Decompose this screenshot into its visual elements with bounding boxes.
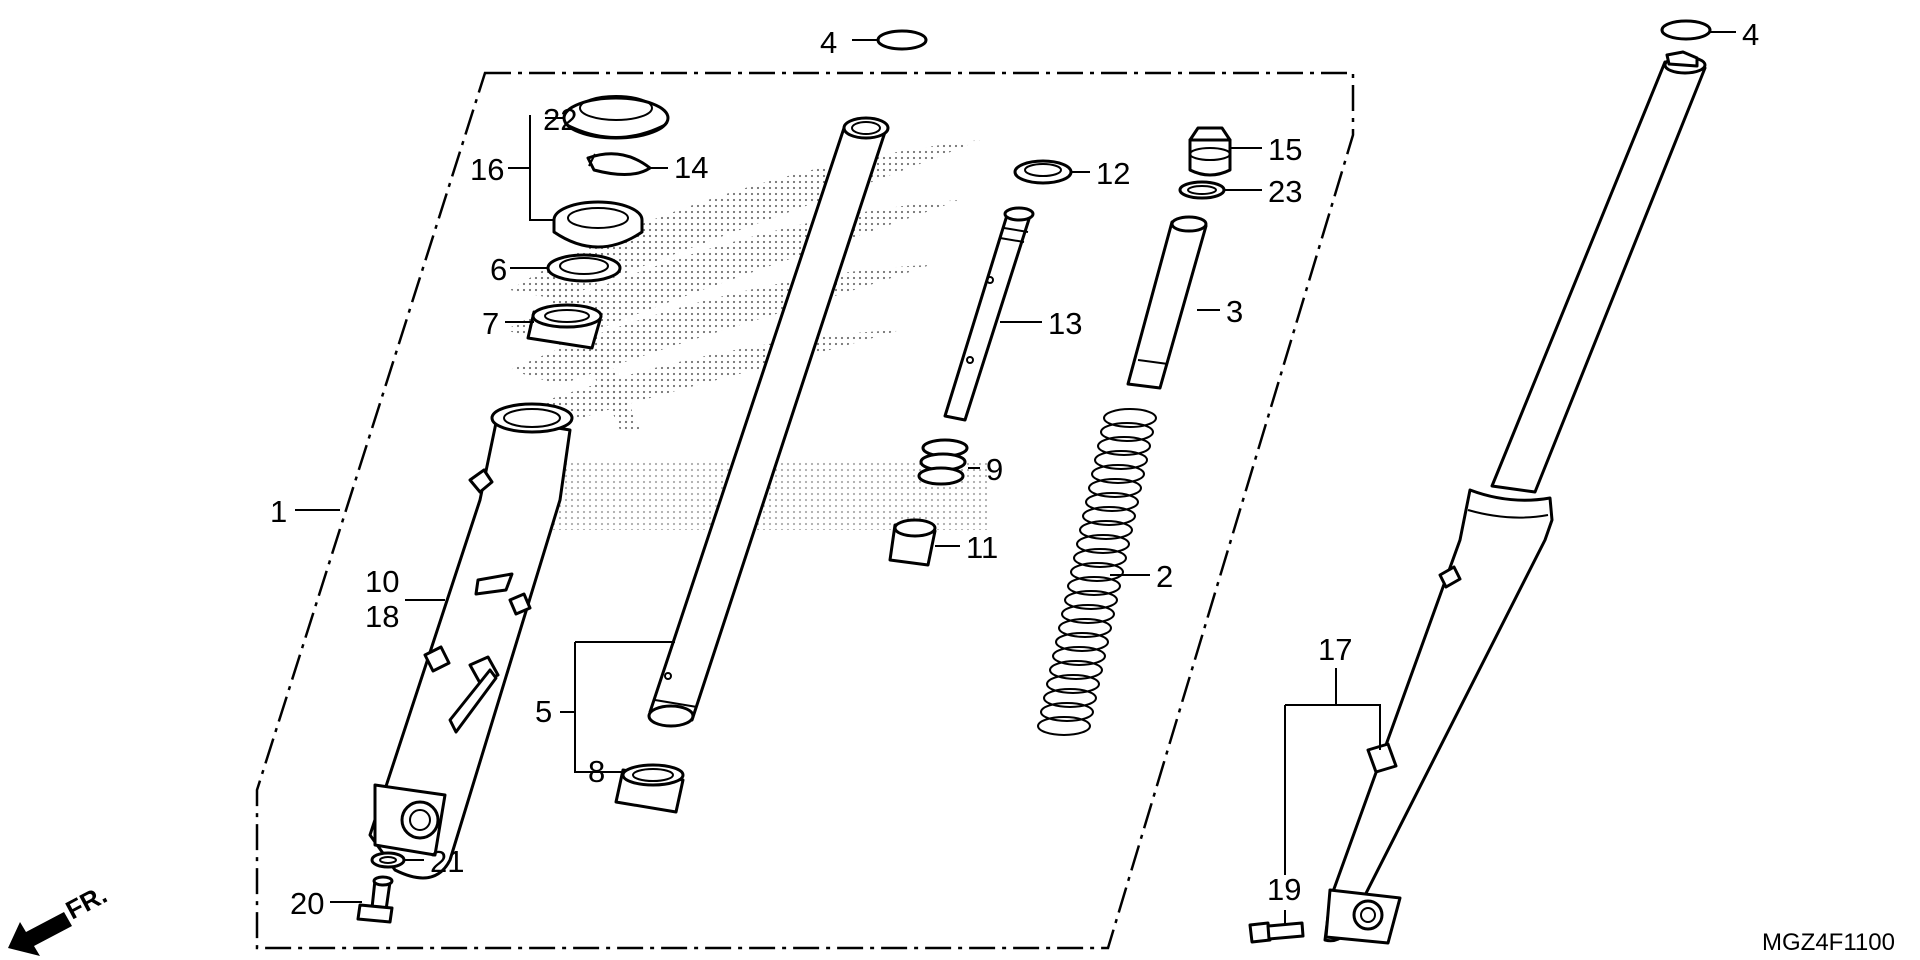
rebound-spring bbox=[917, 438, 969, 486]
sealing-washer bbox=[370, 851, 406, 869]
back-up-ring bbox=[546, 253, 622, 283]
slider-bushing bbox=[614, 763, 685, 814]
assembled-fork-right bbox=[1323, 50, 1707, 945]
callout-9: 9 bbox=[986, 452, 1003, 487]
assembly-boundary bbox=[255, 71, 1355, 950]
callout-1: 1 bbox=[270, 494, 287, 529]
callout-labels: 4 4 22 16 14 6 7 1 10 18 5 8 12 13 9 11 … bbox=[270, 17, 1759, 921]
callout-23: 23 bbox=[1268, 174, 1302, 209]
callout-4-right: 4 bbox=[1742, 17, 1759, 52]
callout-18: 18 bbox=[365, 599, 399, 634]
callout-16: 16 bbox=[470, 152, 504, 187]
callout-7: 7 bbox=[482, 306, 499, 341]
damper-rod bbox=[943, 206, 1035, 422]
oil-seal bbox=[552, 200, 644, 249]
callout-12: 12 bbox=[1096, 156, 1130, 191]
leader-lines bbox=[295, 31, 1736, 925]
inner-fork-tube bbox=[647, 116, 890, 728]
callout-4-top: 4 bbox=[820, 25, 837, 60]
callout-3: 3 bbox=[1226, 294, 1243, 329]
front-direction-indicator: FR. bbox=[8, 879, 112, 956]
callout-19: 19 bbox=[1267, 872, 1301, 907]
dust-seal bbox=[562, 95, 670, 140]
drawing-code: MGZ4F1100 bbox=[1762, 929, 1895, 956]
callout-5: 5 bbox=[535, 694, 552, 729]
callout-13: 13 bbox=[1048, 306, 1082, 341]
callout-6: 6 bbox=[490, 252, 507, 287]
callout-22: 22 bbox=[543, 102, 577, 137]
callout-20: 20 bbox=[290, 886, 324, 921]
callout-21: 21 bbox=[430, 844, 464, 879]
o-ring bbox=[1178, 180, 1226, 200]
stopper-ring bbox=[586, 152, 652, 176]
collar bbox=[1013, 159, 1073, 185]
flange-bolt bbox=[1248, 921, 1305, 944]
outer-fork-tube-left bbox=[368, 402, 574, 880]
callout-14: 14 bbox=[674, 150, 708, 185]
spring-collar bbox=[1126, 215, 1208, 390]
fork-spring bbox=[1037, 408, 1157, 736]
callout-17: 17 bbox=[1318, 632, 1352, 667]
front-arrow-icon bbox=[8, 912, 72, 956]
oil-lock-piece bbox=[888, 518, 937, 567]
front-label: FR. bbox=[61, 879, 112, 925]
callout-2: 2 bbox=[1156, 559, 1173, 594]
callout-8: 8 bbox=[588, 754, 605, 789]
callout-11: 11 bbox=[966, 530, 998, 565]
callout-10: 10 bbox=[365, 564, 399, 599]
fork-bolt bbox=[1188, 126, 1232, 177]
socket-bolt bbox=[356, 875, 394, 924]
snap-ring-top bbox=[876, 29, 928, 51]
callout-15: 15 bbox=[1268, 132, 1302, 167]
guide-bushing bbox=[526, 303, 603, 350]
snap-ring-right bbox=[1660, 19, 1712, 41]
